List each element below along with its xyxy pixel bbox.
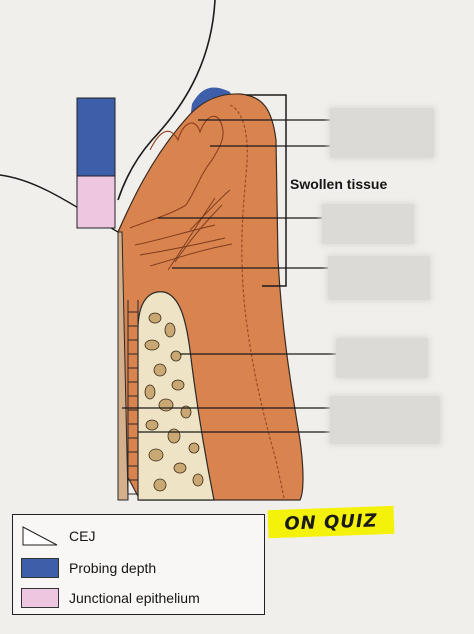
bone-trabeculae (144, 312, 204, 492)
on-quiz-text: ON QUIZ (284, 509, 378, 535)
legend-label-junctional-epithelium: Junctional epithelium (69, 590, 200, 606)
legend: CEJ Probing depth Junctional epithelium (12, 514, 265, 615)
probing-depth-swatch (21, 558, 59, 578)
hidden-label-4 (336, 338, 428, 378)
fibers (134, 189, 233, 271)
legend-item-probing-depth: Probing depth (21, 557, 156, 579)
connective-tissue-band (229, 104, 285, 499)
legend-item-junctional-epithelium: Junctional epithelium (21, 587, 200, 609)
cej-triangle-icon (22, 526, 58, 546)
epithelial-ridges (129, 115, 224, 229)
junctional-epithelium-swatch (21, 588, 59, 608)
legend-label-probing-depth: Probing depth (69, 560, 157, 576)
hidden-label-1 (330, 108, 434, 158)
legend-item-cej: CEJ (21, 525, 95, 547)
hidden-label-5 (330, 396, 440, 444)
probing-depth-bar (76, 97, 116, 177)
swollen-tissue-label: Swollen tissue (290, 176, 388, 192)
hidden-label-3 (328, 256, 430, 300)
hidden-label-2 (322, 204, 414, 244)
junctional-epithelium-bar (76, 175, 116, 229)
swollen-tissue-bracket (246, 94, 287, 287)
leader-lines (122, 119, 336, 433)
legend-label-cej: CEJ (69, 528, 96, 544)
tooth-crown-outline (117, 0, 216, 201)
on-quiz-annotation: ON QUIZ (267, 505, 395, 539)
